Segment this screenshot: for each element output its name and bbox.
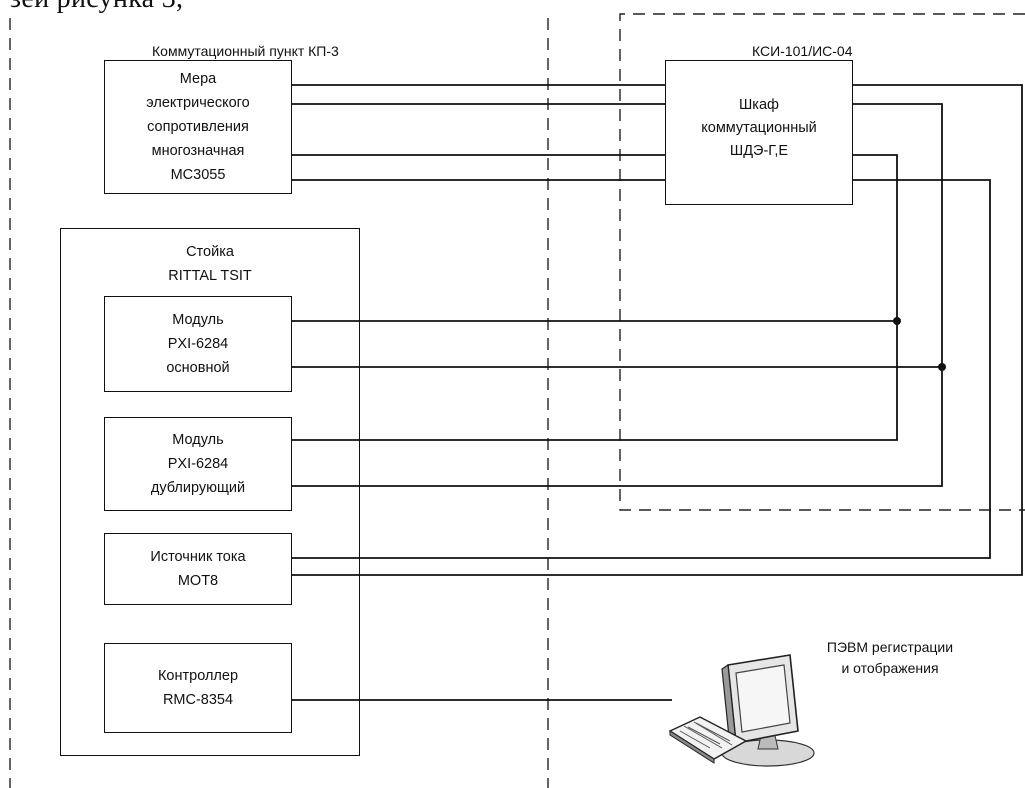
wire-shkaf-modul-dup-2 xyxy=(292,103,943,487)
istochnik-line-1: Источник тока xyxy=(150,549,246,565)
kp3-zone-label: Коммутационный пункт КП-3 xyxy=(152,43,339,59)
connection-lines xyxy=(292,84,1023,701)
keyboard-edge-icon xyxy=(669,730,715,764)
shkaf-line-3: ШДЭ-Г,Е xyxy=(729,143,789,159)
junction-dots xyxy=(893,317,946,371)
stoika-title: Стойка RITTAL TSIT xyxy=(60,240,360,288)
pc-label: ПЭВМ регистрации и отображения xyxy=(790,637,990,679)
computer-icon xyxy=(668,654,815,767)
istochnik-block: Источник тока МОТ8 xyxy=(104,533,292,605)
stoika-line-1: Стойка xyxy=(186,244,234,260)
mera-line-1: Мера xyxy=(179,71,217,87)
wire-shkaf-istochnik-bottom xyxy=(292,179,991,559)
pc-label-line-2: и отображения xyxy=(841,660,939,676)
mera-block: Мера электрического сопротивления многоз… xyxy=(104,60,292,194)
istochnik-line-2: МОТ8 xyxy=(177,573,219,589)
ksi-boundary xyxy=(619,13,1025,511)
junction-dot xyxy=(893,317,901,325)
modul-main-block: Модуль PXI-6284 основной xyxy=(104,296,292,392)
controller-block: Контроллер RMC-8354 xyxy=(104,643,292,733)
shkaf-line-1: Шкаф xyxy=(739,97,779,113)
modul-main-line-2: PXI-6284 xyxy=(167,336,229,352)
wire-shkaf-modul-dup-1 xyxy=(292,154,898,441)
modul-dup-line-3: дублирующий xyxy=(150,480,246,496)
junction-dot xyxy=(938,363,946,371)
pc-label-line-1: ПЭВМ регистрации xyxy=(826,639,954,655)
mera-line-5: МС3055 xyxy=(170,167,226,183)
stoika-rack xyxy=(60,228,360,756)
modul-main-line-3: основной xyxy=(166,360,230,376)
modul-dup-line-1: Модуль xyxy=(172,432,224,448)
keyboard-keys-icon xyxy=(679,721,733,749)
monitor-screen-icon xyxy=(735,664,791,733)
shkaf-line-2: коммутационный xyxy=(701,120,817,136)
mera-line-4: многозначная xyxy=(151,143,245,159)
stoika-line-2: RITTAL TSIT xyxy=(168,268,252,284)
page-caption: зей рисунка 3, xyxy=(10,0,183,15)
controller-line-2: RMC-8354 xyxy=(162,692,234,708)
modul-main-line-1: Модуль xyxy=(172,312,224,328)
dashed-boundaries xyxy=(9,13,1025,788)
modul-dup-block: Модуль PXI-6284 дублирующий xyxy=(104,417,292,511)
wire-shkaf-istochnik-top xyxy=(292,84,1023,576)
ksi-zone-label: КСИ-101/ИС-04 xyxy=(752,43,853,59)
mera-line-2: электрического xyxy=(146,95,250,111)
shkaf-block: Шкаф коммутационный ШДЭ-Г,Е xyxy=(665,60,853,205)
mera-line-3: сопротивления xyxy=(147,119,249,135)
controller-line-1: Контроллер xyxy=(157,668,239,684)
modul-dup-line-2: PXI-6284 xyxy=(167,456,229,472)
